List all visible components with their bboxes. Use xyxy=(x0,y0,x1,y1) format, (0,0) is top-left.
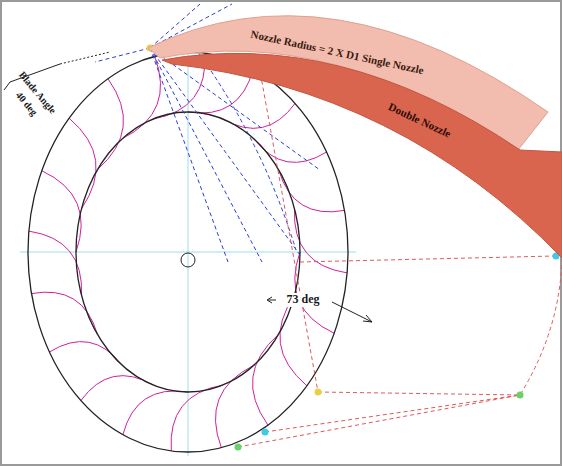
angle-line xyxy=(238,395,520,447)
blade-arc xyxy=(215,365,253,447)
blade-arc xyxy=(253,334,279,425)
center-line xyxy=(188,48,189,456)
angle-line xyxy=(318,392,520,395)
blade-arc xyxy=(97,79,123,170)
arrow-head xyxy=(363,315,372,322)
angle-line xyxy=(300,256,555,262)
arrow-head xyxy=(267,297,272,303)
dot xyxy=(315,389,322,396)
jet-line xyxy=(150,48,262,262)
angle-arc xyxy=(520,258,562,395)
angle-line xyxy=(265,395,520,432)
band-outline xyxy=(162,53,562,258)
blade-angle-bracket xyxy=(4,52,110,90)
blade-arc xyxy=(171,385,223,451)
arrow-line xyxy=(332,302,372,322)
hub xyxy=(181,253,195,267)
blade-arc xyxy=(29,231,82,295)
arrow-line xyxy=(268,300,276,301)
angle-label: 73 deg xyxy=(285,293,322,306)
bracket-line xyxy=(10,64,60,82)
inner-circle xyxy=(76,112,300,392)
outer-circle xyxy=(28,52,348,452)
blade-group xyxy=(29,53,347,451)
nozzle-band: Double Nozzle xyxy=(140,30,562,300)
blade-arc xyxy=(122,56,160,138)
jet-line xyxy=(95,48,150,62)
blade-arc xyxy=(123,391,188,435)
blade-arc xyxy=(294,209,347,273)
dot xyxy=(235,444,242,451)
band-shape xyxy=(140,30,562,300)
blade-arc xyxy=(69,118,96,209)
dot xyxy=(262,429,269,436)
bracket-line xyxy=(60,52,110,64)
blade-arc xyxy=(42,171,81,252)
dot xyxy=(517,392,524,399)
angle-line xyxy=(258,60,318,392)
bracket-line xyxy=(4,82,10,90)
jet-line xyxy=(150,48,228,262)
